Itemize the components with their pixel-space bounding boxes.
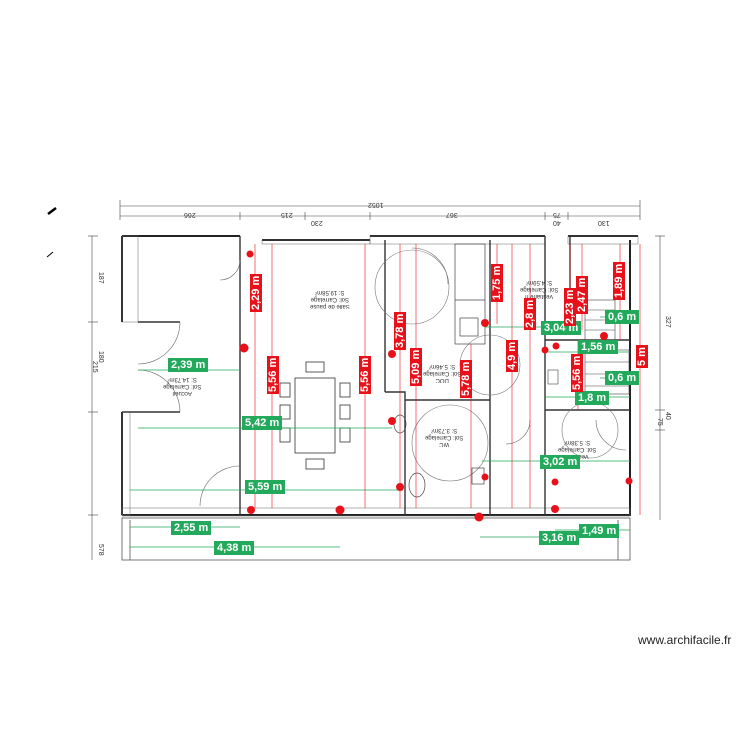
dimension-segment: 130	[598, 219, 610, 226]
right-dimension: 327	[664, 316, 671, 328]
left-dimension-lines	[88, 235, 98, 560]
room-label: Vestiaire h Sol: Carrelage S: 4.59m²	[520, 279, 559, 299]
right-dimension: 75	[656, 418, 663, 426]
right-dimension-lines	[655, 235, 665, 520]
dimension-overall: 1052	[368, 201, 384, 208]
dimension-segment: 215	[281, 211, 293, 218]
dimension-segment: 367	[446, 211, 458, 218]
measurement-label: 4,9 m	[506, 339, 518, 372]
measurement-label: 1,56 m	[578, 340, 619, 354]
right-dimension: 40	[664, 412, 671, 420]
measurement-label: 1,89 m	[613, 261, 625, 300]
measurement-label: 5,56 m	[267, 355, 279, 394]
measurement-label: 1,8 m	[575, 391, 610, 405]
measurement-label: 5,78 m	[460, 359, 472, 398]
room-label: Accueil Sol: Carrelage S: 14.73m²	[163, 376, 202, 396]
measurement-label: 2,23 m	[564, 287, 576, 326]
measurement-label: 5,56 m	[571, 353, 583, 392]
measurement-label: 2,39 m	[168, 358, 209, 372]
measurement-label: 5,42 m	[242, 416, 283, 430]
dining-table	[279, 361, 351, 470]
measurement-label: 4,38 m	[214, 541, 255, 555]
dimension-segment: 266	[184, 211, 196, 218]
dimension-segment: 40	[553, 219, 561, 226]
measurement-label: 3,16 m	[539, 531, 580, 545]
measurement-label: 2,8 m	[524, 297, 536, 330]
measurement-label: 2,47 m	[576, 275, 588, 314]
measurement-label: 0,6 m	[605, 371, 640, 385]
measurement-label: 3,78 m	[394, 311, 406, 350]
room-label: Salle de pause Sol: Carrelage S: 19.58m²	[310, 289, 350, 309]
room-label: WC Sol: Carrelage S: 3.73m²	[425, 427, 464, 447]
kitchen-counter	[454, 243, 486, 345]
measurement-label: 0,6 m	[605, 310, 640, 324]
measurement-label: 2,29 m	[250, 273, 262, 312]
plan-mark	[46, 251, 54, 258]
left-dimension: 180	[97, 351, 104, 363]
left-dimension: 187	[97, 272, 104, 284]
top-dimension-lines	[119, 200, 641, 220]
left-dimension: 578	[97, 544, 104, 556]
plan-mark	[47, 207, 57, 215]
measurement-label: 3,02 m	[540, 455, 581, 469]
measurement-label: 1,75 m	[491, 263, 503, 302]
dimension-segment: 75	[553, 211, 561, 218]
measurement-label: 5,09 m	[410, 347, 422, 386]
measurement-label: 1,49 m	[579, 524, 620, 538]
measurement-label: 5 m	[636, 345, 648, 368]
measurement-label: 5,59 m	[245, 480, 286, 494]
brand-watermark[interactable]: www.archifacile.fr	[638, 633, 732, 647]
dimension-segment: 230	[311, 219, 323, 226]
measurement-label: 2,55 m	[171, 521, 212, 535]
room-label: DOC Sol: Carrelage S: 5.46m²	[423, 363, 462, 383]
measurement-label: 5,56 m	[359, 355, 371, 394]
